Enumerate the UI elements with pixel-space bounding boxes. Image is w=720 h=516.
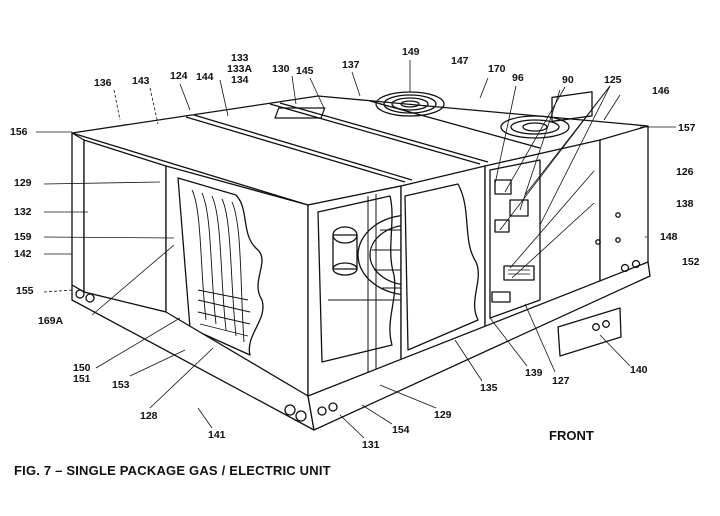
roof-seam-mid-2 [279,102,489,163]
base-holes [75,259,641,422]
callout-141: 141 [208,429,226,441]
roof-seam-left-2 [193,114,413,181]
leader-lines [36,60,676,439]
callout-159: 159 [14,231,32,243]
heat-exchanger-tubes [191,189,251,343]
callout-150: 150 [73,362,91,374]
callout-146: 146 [652,85,670,97]
callout-127: 127 [552,375,570,387]
callout-131: 131 [362,439,380,451]
top-vent [274,107,326,119]
callout-136: 136 [94,77,112,89]
second-fan [500,115,570,139]
callout-148: 148 [660,231,678,243]
removed-access-panel [557,307,622,357]
callout-155: 155 [16,285,34,297]
callout-138: 138 [676,198,694,210]
callout-140: 140 [630,364,648,376]
callout-152: 152 [682,256,700,268]
callout-133a: 133A [227,63,253,75]
callout-96: 96 [512,72,524,84]
callout-157: 157 [678,122,696,134]
callout-129-bottom: 129 [434,409,452,421]
panel-screw [595,239,601,245]
blower-motor [332,226,358,276]
callout-170: 170 [488,63,506,75]
panel-knob [592,323,600,331]
roof-seam-mid [269,103,481,165]
callout-142: 142 [14,248,32,260]
panel-knob [602,320,610,328]
callout-137: 137 [342,59,360,71]
callout-128: 128 [140,410,158,422]
callout-147: 147 [451,55,469,67]
left-side-panel [83,139,167,313]
callout-125: 125 [604,74,622,86]
callout-130: 130 [272,63,290,75]
coil-cutaway [404,183,479,351]
figure-caption: FIG. 7 – SINGLE PACKAGE GAS / ELECTRIC U… [14,463,331,478]
right-end-panel [599,125,649,286]
callout-139: 139 [525,367,543,379]
panel-screw [615,212,621,218]
callout-133: 133 [231,52,249,64]
control-components [491,179,535,303]
callout-144: 144 [196,71,214,83]
callout-126: 126 [676,166,694,178]
callout-132: 132 [14,206,32,218]
callout-149: 149 [402,46,420,58]
front-label: FRONT [549,428,594,443]
base-rail-front [307,261,651,431]
roof-seam-left [185,116,406,183]
callout-135: 135 [480,382,498,394]
callout-143: 143 [132,75,150,87]
callout-156: 156 [10,126,28,138]
panel-screw [615,237,621,243]
callout-145: 145 [296,65,314,77]
control-cutaway [489,159,541,319]
callout-90: 90 [562,74,574,86]
callout-169a: 169A [38,315,64,327]
left-end-panel [71,132,85,293]
callout-154: 154 [392,424,410,436]
callout-124: 124 [170,70,188,82]
callout-134: 134 [231,74,249,86]
callout-151: 151 [73,373,91,385]
callout-153: 153 [112,379,130,391]
callout-129-left: 129 [14,177,32,189]
